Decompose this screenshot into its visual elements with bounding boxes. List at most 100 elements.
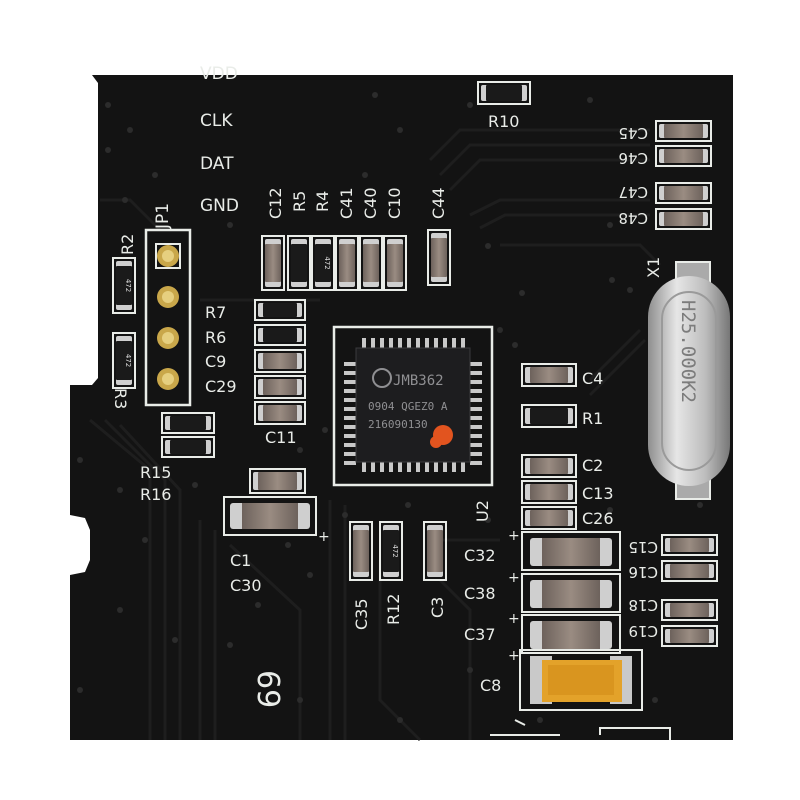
chip-pins	[344, 338, 482, 472]
label-c37: C37	[464, 625, 496, 644]
label-r15: R15	[140, 463, 171, 482]
part-r1	[521, 404, 577, 428]
cap-c32	[530, 538, 612, 566]
part-c2	[521, 454, 577, 478]
label-c10: C10	[385, 187, 404, 219]
label-c41: C41	[337, 187, 356, 219]
resistor-code: 472	[124, 354, 132, 367]
part-r2: 472	[112, 257, 136, 314]
label-r3: R3	[111, 388, 130, 409]
label-c46: C46	[618, 149, 648, 167]
svg-text:+: +	[508, 528, 520, 544]
label-c44: C44	[429, 187, 448, 219]
label-c35: C35	[352, 598, 371, 630]
label-vdd: VDD	[200, 64, 238, 84]
label-r6: R6	[205, 328, 226, 347]
label-r2: R2	[118, 234, 137, 255]
part-r16	[161, 436, 215, 458]
label-c8: C8	[480, 676, 501, 695]
label-bottom-mark: 69	[250, 670, 285, 708]
label-c1: C1	[230, 551, 251, 570]
label-jp1: JP1	[153, 203, 173, 230]
jp1-pins	[157, 245, 179, 390]
part-c10	[383, 235, 407, 291]
part-c11	[254, 401, 306, 425]
label-r16: R16	[140, 485, 171, 504]
label-gnd: GND	[200, 196, 239, 216]
label-c11: C11	[265, 428, 297, 447]
part-r4: 472	[311, 235, 335, 291]
part-c15	[661, 534, 718, 556]
part-c19	[661, 625, 718, 647]
resistor-code: 472	[391, 544, 399, 557]
label-c38: C38	[464, 584, 496, 603]
svg-text:+: +	[318, 529, 330, 545]
left-labels: R2 R3 R7 R6 C9 C29 C11 R15 R16 C1 C30	[111, 234, 297, 595]
label-c47: C47	[618, 183, 648, 201]
label-dat: DAT	[200, 154, 234, 174]
label-r10: R10	[488, 112, 519, 131]
cap-c38	[530, 580, 612, 608]
u2-cap-outlines	[519, 531, 643, 711]
right-labels: R10 C4 R1 C2 C13 C26 C32 C38 C37 C8	[464, 112, 614, 695]
passive-components: 472 472 472 472	[112, 81, 718, 649]
chip-line3: 216090130	[368, 418, 428, 431]
svg-text:+: +	[508, 648, 520, 664]
part-c29	[254, 375, 306, 399]
header-labels: VDD CLK DAT GND JP1	[153, 64, 239, 230]
label-r5: R5	[290, 191, 309, 212]
crystal-x1: H25.000K2	[648, 261, 730, 500]
resistor-code: 472	[323, 256, 331, 269]
label-c3: C3	[428, 597, 447, 618]
label-c32: C32	[464, 546, 496, 565]
part-c44	[427, 229, 451, 286]
label-x1: X1	[644, 257, 663, 278]
label-r4: R4	[313, 191, 332, 212]
part-c13	[521, 480, 577, 504]
label-c45: C45	[618, 124, 648, 142]
part-c4	[521, 363, 577, 387]
polarity-markers: + + + + +	[318, 528, 520, 664]
part-r15	[161, 412, 215, 434]
label-c13: C13	[582, 484, 614, 503]
vertical-labels: C12 R5 R4 C41 C40 C10 C44 C35 R12 C3 U2 …	[266, 187, 663, 630]
jp1-pin	[157, 327, 179, 349]
label-c15: C15	[628, 538, 658, 556]
part-c26	[521, 506, 577, 530]
cap-c37	[530, 621, 612, 649]
label-c30: C30	[230, 576, 262, 595]
part-r10	[477, 81, 531, 105]
chip-logo-icon	[372, 368, 392, 388]
svg-text:+: +	[508, 611, 520, 627]
label-c29: C29	[205, 377, 237, 396]
edge-connector-stubs	[490, 719, 671, 740]
label-c9: C9	[205, 352, 226, 371]
label-c40: C40	[361, 187, 380, 219]
part-c48	[655, 208, 712, 230]
crystal-marking: H25.000K2	[677, 300, 699, 403]
part-r6	[254, 324, 306, 346]
part-c47	[655, 182, 712, 204]
resistor-code: 472	[124, 279, 132, 292]
flipped-labels: C45 C46 C47 C48 C15 C16 C18 C19 69	[250, 124, 658, 708]
part-cx	[249, 468, 306, 494]
label-c4: C4	[582, 369, 603, 388]
part-c46	[655, 145, 712, 167]
part-r7	[254, 299, 306, 321]
svg-text:+: +	[508, 570, 520, 586]
part-c12	[261, 235, 285, 291]
chip-line2: 0904 QGEZ0 A	[368, 400, 448, 413]
jmb362-chip: JMB362 0904 QGEZ0 A 216090130	[332, 325, 494, 487]
label-u2: U2	[473, 500, 492, 522]
label-r1: R1	[582, 409, 603, 428]
label-clk: CLK	[200, 111, 233, 131]
label-c18: C18	[628, 596, 658, 614]
part-c3	[423, 521, 447, 581]
part-c40	[359, 235, 383, 291]
label-r7: R7	[205, 303, 226, 322]
jp1-pin	[157, 368, 179, 390]
jp1-header	[144, 228, 192, 407]
part-c9	[254, 349, 306, 373]
